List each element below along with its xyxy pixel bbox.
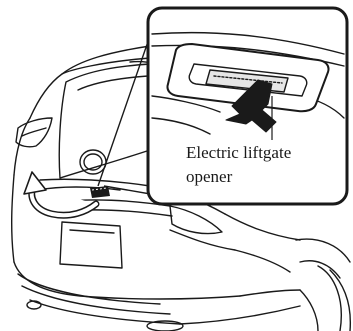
opener-label-line-2: opener: [186, 167, 233, 186]
opener-label-line-1: Electric liftgate: [186, 143, 291, 162]
opener-location-marker: [90, 186, 110, 198]
